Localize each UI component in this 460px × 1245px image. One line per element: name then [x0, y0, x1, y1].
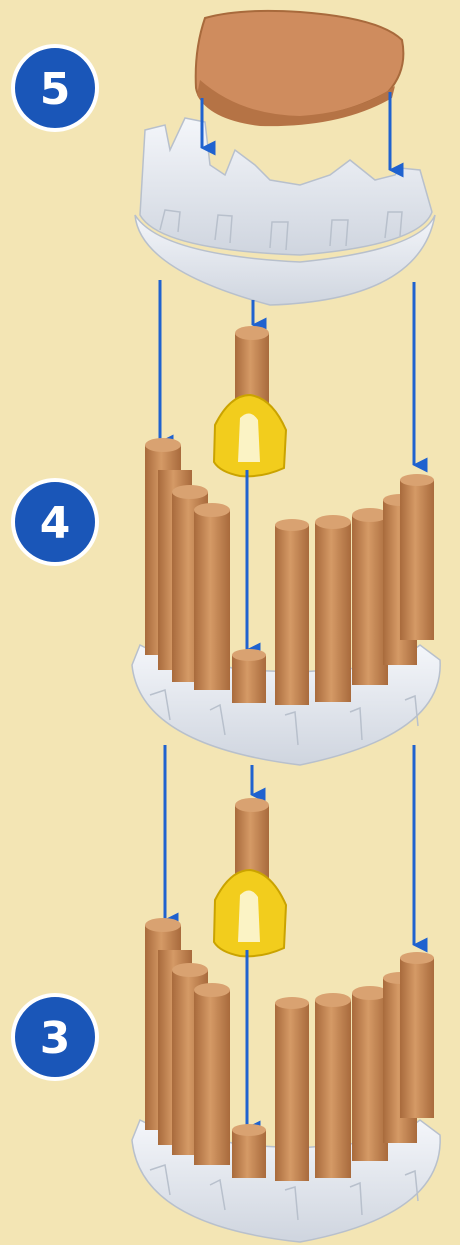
log-wall-4 [145, 438, 434, 705]
roof-disc [196, 11, 404, 126]
step-4-badge: 4 [13, 480, 97, 564]
step-3-number: 3 [40, 1013, 71, 1064]
yellow-clip-upper [214, 395, 286, 476]
step-3-badge: 3 [13, 995, 97, 1079]
step-4-number: 4 [40, 498, 71, 549]
step-5-number: 5 [40, 64, 71, 115]
yellow-clip-lower [214, 870, 286, 956]
step-5-badge: 5 [13, 46, 97, 130]
log-wall-3 [145, 918, 434, 1181]
